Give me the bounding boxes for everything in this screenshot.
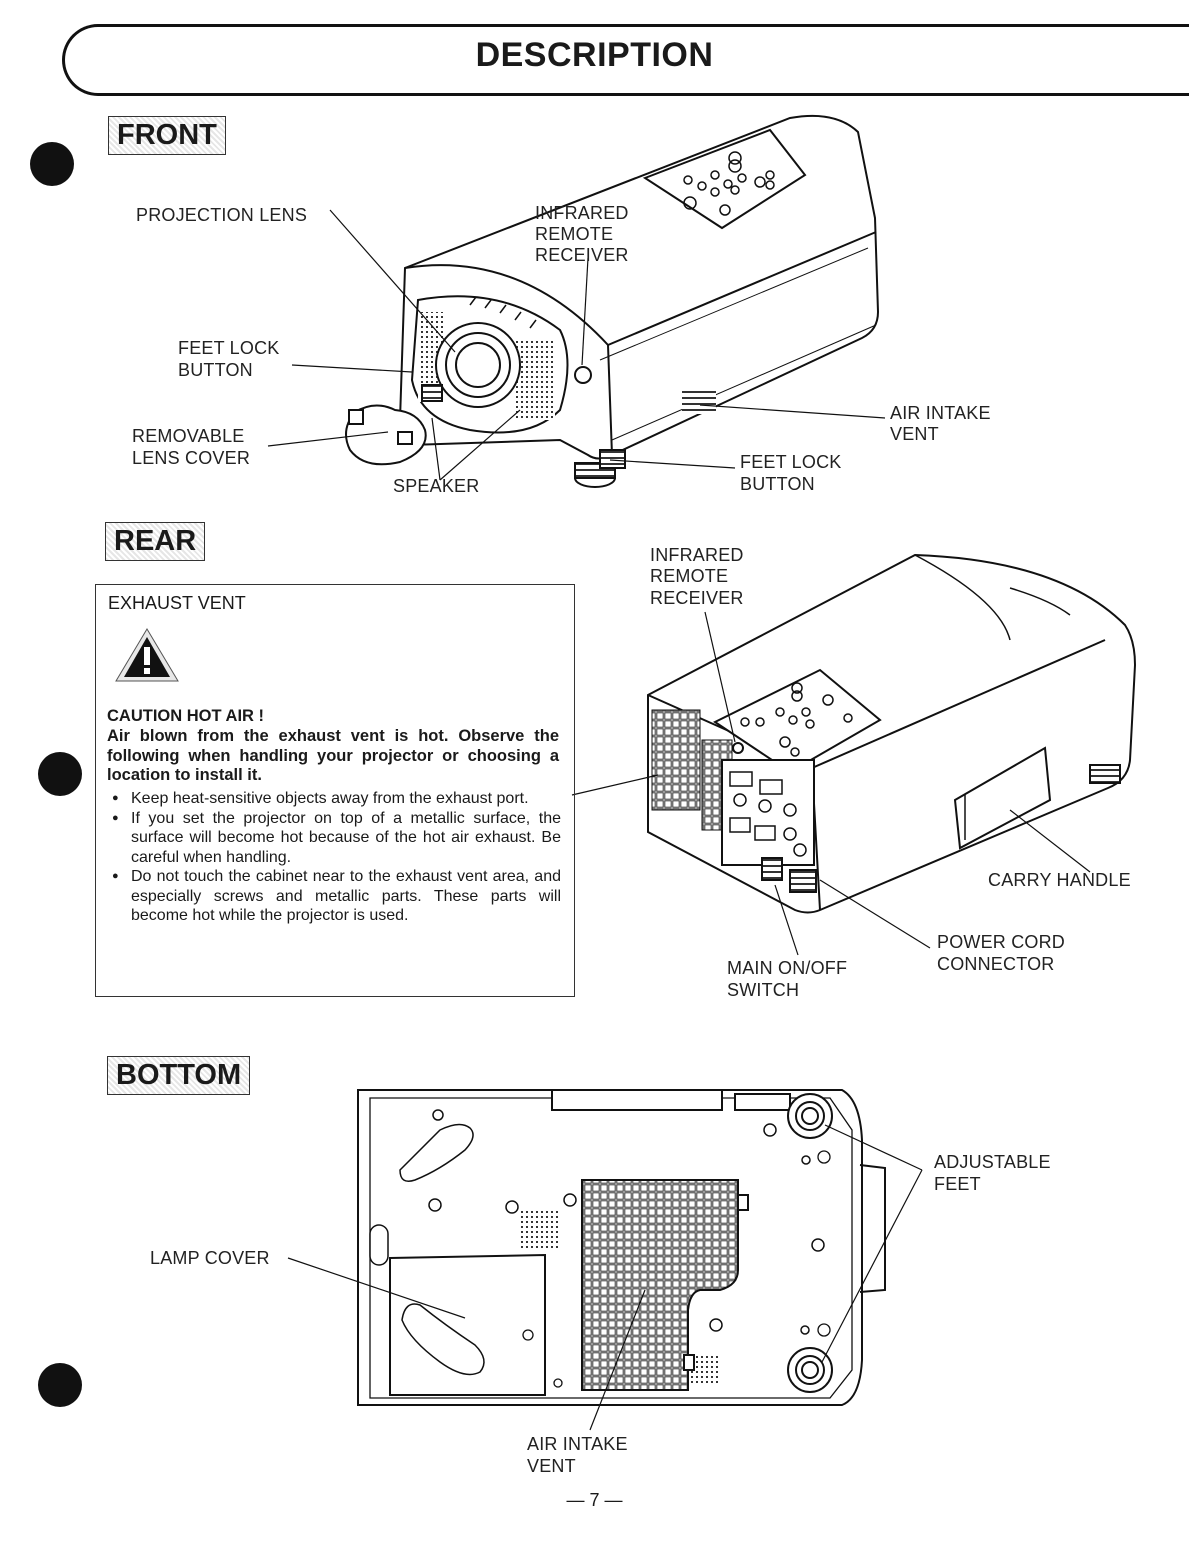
label-infrared-remote-receiver-line3: RECEIVER — [535, 245, 629, 265]
label-main-switch-line2: SWITCH — [727, 980, 800, 1000]
label-adjustable-feet-line2: FEET — [934, 1174, 981, 1194]
binder-hole — [38, 1363, 82, 1407]
label-rear-infrared-line3: RECEIVER — [650, 588, 744, 608]
caution-bullet: Keep heat-sensitive objects away from th… — [107, 789, 561, 809]
section-heading-front: FRONT — [108, 116, 226, 155]
caution-box: EXHAUST VENT CAUTION HOT AIR ! Air blown… — [95, 584, 575, 997]
label-air-intake-vent-line1: AIR INTAKE — [890, 403, 991, 423]
section-heading-rear: REAR — [105, 522, 206, 561]
caution-title: CAUTION HOT AIR ! — [107, 707, 265, 725]
caution-list: Keep heat-sensitive objects away from th… — [107, 789, 561, 926]
label-removable-lens-cover-line2: LENS COVER — [132, 448, 251, 468]
binder-hole — [30, 142, 74, 186]
warning-triangle-icon — [115, 628, 179, 682]
rear-projector-illustration — [647, 553, 1137, 914]
label-projection-lens: PROJECTION LENS — [136, 205, 308, 225]
bottom-projector-illustration — [357, 1089, 886, 1406]
label-air-intake-vent-line2: VENT — [890, 424, 939, 444]
caution-bullet: Do not touch the cabinet near to the exh… — [107, 867, 561, 926]
label-carry-handle: CARRY HANDLE — [988, 870, 1131, 890]
section-heading-bottom: BOTTOM — [107, 1056, 251, 1095]
caution-intro: Air blown from the exhaust vent is hot. … — [107, 727, 559, 784]
label-lamp-cover: LAMP COVER — [150, 1248, 270, 1268]
front-projector-illustration — [345, 114, 880, 488]
label-feet-lock-button-line1: FEET LOCK — [178, 338, 280, 358]
label-infrared-remote-receiver-line1: INFRARED — [535, 203, 629, 223]
label-main-switch-line1: MAIN ON/OFF — [727, 958, 848, 978]
label-speaker: SPEAKER — [393, 476, 480, 496]
label-rear-infrared-line1: INFRARED — [650, 545, 744, 565]
leader-lines — [267, 209, 1091, 1431]
label-bottom-air-intake-line2: VENT — [527, 1456, 576, 1476]
page-number: — 7 — — [566, 1490, 623, 1510]
label-rear-infrared-line2: REMOTE — [650, 566, 729, 586]
title-frame — [62, 24, 1189, 96]
label-infrared-remote-receiver-line2: REMOTE — [535, 224, 614, 244]
label-feet-lock-button-right-line2: BUTTON — [740, 474, 815, 494]
label-feet-lock-button-line2: BUTTON — [178, 360, 253, 380]
label-power-cord-connector-line2: CONNECTOR — [937, 954, 1055, 974]
binder-hole — [38, 752, 82, 796]
page-title: DESCRIPTION — [475, 36, 714, 74]
label-feet-lock-button-right-line1: FEET LOCK — [740, 452, 842, 472]
label-bottom-air-intake-line1: AIR INTAKE — [527, 1434, 628, 1454]
caution-bullet: If you set the projector on top of a met… — [107, 809, 561, 868]
label-adjustable-feet-line1: ADJUSTABLE — [934, 1152, 1051, 1172]
exhaust-vent-heading: EXHAUST VENT — [108, 593, 246, 613]
label-power-cord-connector-line1: POWER CORD — [937, 932, 1065, 952]
label-removable-lens-cover-line1: REMOVABLE — [132, 426, 245, 446]
